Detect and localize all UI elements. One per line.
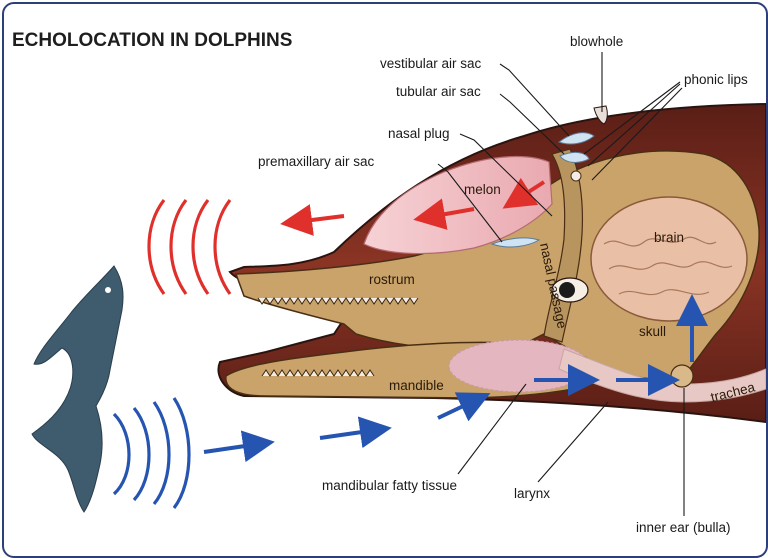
- nasal-plug-label: nasal plug: [388, 126, 450, 141]
- skull-label: skull: [639, 324, 666, 339]
- mandible-label: mandible: [389, 378, 444, 393]
- dolphin-diagram: ECHOLOCATION IN DOLPHINS: [4, 4, 766, 556]
- inner-ear: [671, 365, 693, 387]
- inner-ear-label: inner ear (bulla): [636, 520, 731, 535]
- red-arrow: [296, 216, 344, 222]
- vestibular-air-sac-label: vestibular air sac: [380, 56, 482, 71]
- phonic-lips: [571, 171, 581, 181]
- brain-label: brain: [654, 230, 684, 245]
- blue-arrow: [438, 400, 476, 418]
- page-title: ECHOLOCATION IN DOLPHINS: [12, 30, 292, 51]
- outgoing-sound-waves: [149, 200, 230, 294]
- fish-icon: [32, 266, 123, 512]
- premaxillary-air-sac-label: premaxillary air sac: [258, 154, 375, 169]
- dolphin-head: [218, 104, 766, 422]
- tubular-air-sac-label: tubular air sac: [396, 84, 481, 99]
- blue-arrow: [204, 444, 259, 452]
- returning-sound-waves: [114, 398, 189, 508]
- mandibular-fatty-tissue-label: mandibular fatty tissue: [322, 478, 457, 493]
- melon-label: melon: [464, 182, 501, 197]
- phonic-lips-label: phonic lips: [684, 72, 748, 87]
- larynx-label: larynx: [514, 486, 550, 501]
- blowhole-label: blowhole: [570, 34, 623, 49]
- rostrum-label: rostrum: [369, 272, 415, 287]
- blue-arrow: [320, 430, 376, 438]
- brain: [591, 197, 747, 321]
